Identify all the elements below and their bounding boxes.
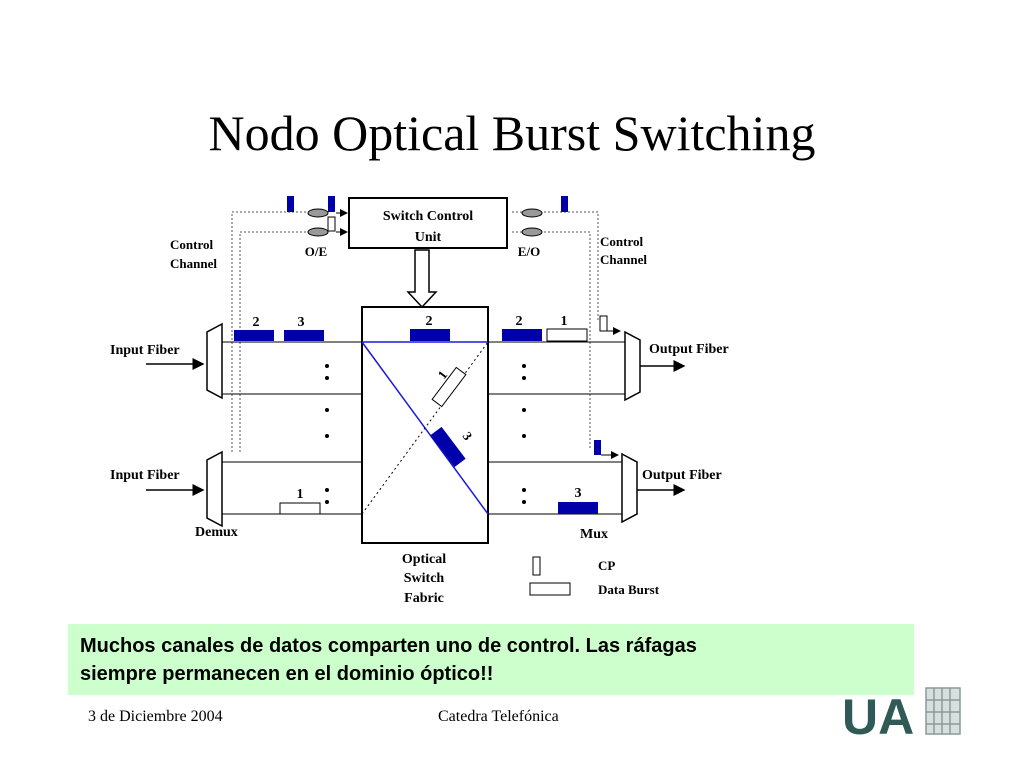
control-packet-top-1 bbox=[287, 196, 294, 212]
footer-date: 3 de Diciembre 2004 bbox=[88, 708, 223, 725]
legend-data-burst-label: Data Burst bbox=[598, 582, 660, 597]
switch-control-unit-line1: Switch Control bbox=[383, 209, 473, 224]
control-packet-top-2 bbox=[328, 196, 335, 212]
switch-control-unit-box bbox=[348, 197, 508, 249]
burst-fabric-diagonal-1 bbox=[431, 366, 467, 408]
ua-logo: UA bbox=[842, 687, 961, 740]
channel-ellipsis-dots bbox=[325, 364, 526, 504]
control-channel-right-1: Control bbox=[600, 234, 643, 249]
switch-control-unit-line2: Unit bbox=[415, 230, 442, 245]
footer-organization: Catedra Telefónica bbox=[438, 708, 559, 725]
demux-top bbox=[206, 322, 223, 400]
control-channel-left-2: Channel bbox=[170, 256, 217, 271]
demux-bottom bbox=[206, 450, 223, 528]
mux-bottom bbox=[621, 452, 638, 524]
note-line-1: Muchos canales de datos comparten uno de… bbox=[80, 635, 697, 657]
burst-output-top-1 bbox=[546, 328, 588, 342]
burst-input-top-3 bbox=[284, 330, 324, 341]
fabric-path-diagonal-dotted bbox=[361, 341, 489, 515]
wavelength-lines bbox=[222, 341, 625, 515]
ua-logo-text: UA bbox=[842, 689, 914, 740]
input-fiber-top-label: Input Fiber bbox=[110, 343, 180, 358]
demux-label: Demux bbox=[195, 525, 238, 540]
svg-text:3: 3 bbox=[575, 486, 582, 501]
ua-logo-building bbox=[925, 687, 961, 735]
output-fiber-bottom-label: Output Fiber bbox=[642, 468, 722, 483]
mux-label: Mux bbox=[580, 527, 608, 542]
oe-converter-1 bbox=[307, 208, 329, 218]
burst-input-bottom-1 bbox=[279, 502, 321, 515]
fabric-label-1: Optical bbox=[402, 552, 446, 567]
oe-converter-2 bbox=[307, 227, 329, 237]
burst-fabric-diagonal-3 bbox=[430, 426, 466, 468]
svg-text:3: 3 bbox=[298, 315, 305, 330]
output-fiber-top-label: Output Fiber bbox=[649, 342, 729, 357]
oe-label: O/E bbox=[305, 244, 327, 259]
control-arrow-down bbox=[406, 249, 438, 309]
input-fiber-bottom-label: Input Fiber bbox=[110, 468, 180, 483]
svg-text:2: 2 bbox=[426, 314, 433, 329]
eo-converter-2 bbox=[521, 227, 543, 237]
svg-text:2: 2 bbox=[253, 315, 260, 330]
svg-text:1: 1 bbox=[561, 314, 568, 329]
burst-input-top-2 bbox=[234, 330, 274, 341]
obs-node-diagram: Switch Control Unit O/E E/O Control Chan… bbox=[110, 196, 729, 606]
legend-cp-label: CP bbox=[598, 558, 615, 573]
burst-output-top-2 bbox=[502, 329, 542, 341]
legend-cp-symbol bbox=[532, 556, 541, 576]
burst-output-bottom-3 bbox=[558, 502, 598, 514]
control-packet-output-bottom bbox=[594, 440, 601, 455]
control-packet-top-3 bbox=[327, 216, 336, 232]
mux-top bbox=[624, 330, 641, 402]
control-packet-output-top bbox=[599, 315, 608, 332]
slide-title: Nodo Optical Burst Switching bbox=[208, 105, 816, 161]
legend-data-burst-symbol bbox=[529, 582, 571, 596]
eo-converter-1 bbox=[521, 208, 543, 218]
optical-switch-fabric-box bbox=[361, 306, 489, 544]
svg-text:2: 2 bbox=[516, 314, 523, 329]
control-channel-left-1: Control bbox=[170, 237, 213, 252]
eo-label: E/O bbox=[518, 244, 540, 259]
control-packet-top-4 bbox=[561, 196, 568, 212]
note-line-2: siempre permanecen en el dominio óptico!… bbox=[80, 663, 494, 685]
burst-fabric-top-2 bbox=[410, 329, 450, 341]
fabric-label-3: Fabric bbox=[404, 591, 444, 606]
note-box: Muchos canales de datos comparten uno de… bbox=[68, 624, 914, 695]
svg-text:1: 1 bbox=[297, 487, 304, 502]
fabric-label-2: Switch bbox=[404, 571, 445, 586]
control-channel-right-2: Channel bbox=[600, 252, 647, 267]
